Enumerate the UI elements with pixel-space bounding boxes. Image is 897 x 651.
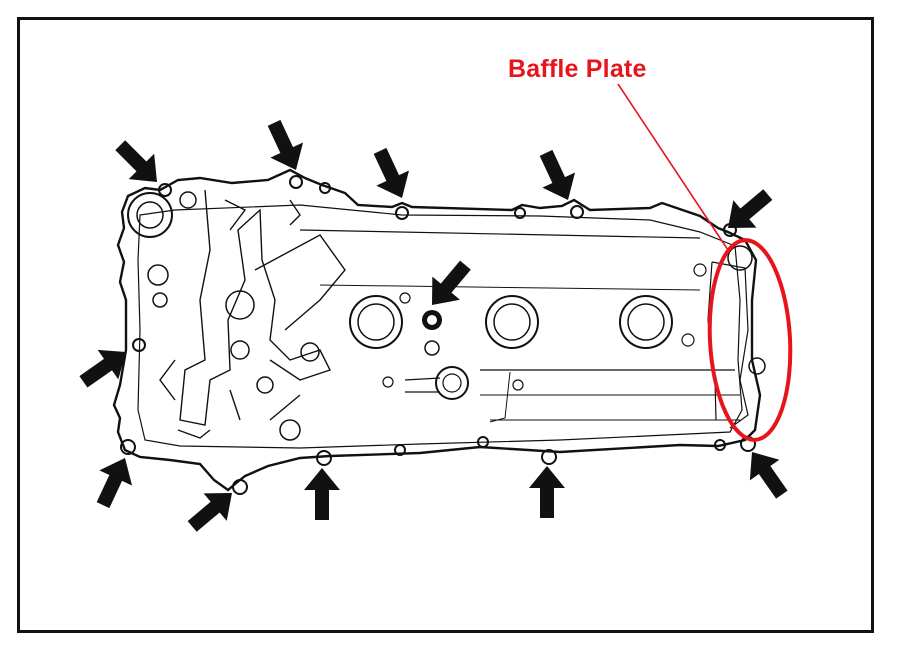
center-port-4 <box>382 376 394 388</box>
bolt-head <box>570 205 584 219</box>
center-port-2 <box>435 366 469 400</box>
left-ribbing <box>159 189 346 439</box>
left-boss-5 <box>256 376 274 394</box>
cover-rib-side <box>489 371 511 423</box>
bolt-arrow-icon <box>529 466 565 518</box>
right-boss-4 <box>512 379 524 391</box>
left-boss-6 <box>279 419 301 441</box>
center-bolt-inner <box>427 315 437 325</box>
bolt-arrow-icon <box>373 147 410 198</box>
bolt-head <box>316 450 332 466</box>
bolt-arrow-icon <box>79 349 126 388</box>
bolt-head <box>714 439 726 451</box>
port-tube <box>404 377 441 393</box>
cover-rib-mid <box>319 284 701 291</box>
cover-outline <box>112 168 762 492</box>
bolt-head <box>477 436 489 448</box>
right-boss-3 <box>727 245 753 271</box>
bolt-head <box>394 444 406 456</box>
bolt-arrow-icon <box>96 458 133 509</box>
bolt-head <box>132 338 146 352</box>
cam-seal-2-outer <box>485 295 539 349</box>
cam-seal-3-outer <box>619 295 673 349</box>
bolt-head <box>395 206 409 220</box>
center-port-3 <box>442 373 462 393</box>
bolt-arrow-icon <box>728 189 773 228</box>
left-boss-2 <box>152 292 168 308</box>
center-port-5 <box>399 292 411 304</box>
bolt-arrow-icon <box>432 260 471 305</box>
left-boss-8 <box>300 342 320 362</box>
bolt-arrow-icon <box>304 468 340 520</box>
bolt-head <box>514 207 526 219</box>
baffle-plate-label: Baffle Plate <box>508 55 647 83</box>
cover-inner-rail <box>137 204 743 449</box>
bolt-head <box>158 183 172 197</box>
callout-leader-line <box>617 83 729 251</box>
perimeter-bolts <box>120 175 756 495</box>
oil-filler-inner <box>136 201 164 229</box>
cam-seal-2-inner <box>493 303 531 341</box>
bolt-head <box>289 175 303 189</box>
cover-rib-lower <box>480 394 740 421</box>
figure-frame <box>17 17 874 633</box>
bolt-arrow-icon <box>187 493 232 532</box>
bolt-arrow-icon <box>539 149 576 200</box>
bolt-head <box>232 479 248 495</box>
cover-rib-top <box>299 229 701 239</box>
bolt-head <box>319 182 331 194</box>
bolt-arrow-icon <box>267 119 304 170</box>
left-boss-7 <box>179 191 197 209</box>
cam-seal-3-inner <box>627 303 665 341</box>
left-boss-4 <box>230 340 250 360</box>
baffle-bolt <box>748 357 766 375</box>
oil-filler-neck <box>127 192 173 238</box>
bolt-head <box>120 439 136 455</box>
highlight-ellipse <box>707 238 793 442</box>
bolt-arrow-icon <box>749 452 788 499</box>
center-port-1 <box>424 340 440 356</box>
cam-seal-1-outer <box>349 295 403 349</box>
cam-seal-1-inner <box>357 303 395 341</box>
bolt-head <box>541 449 557 465</box>
bolt-arrow-icon <box>115 140 157 182</box>
bolt-arrows <box>79 119 788 532</box>
right-boss-1 <box>693 263 707 277</box>
right-boss-2 <box>681 333 695 347</box>
left-boss-1 <box>147 264 169 286</box>
